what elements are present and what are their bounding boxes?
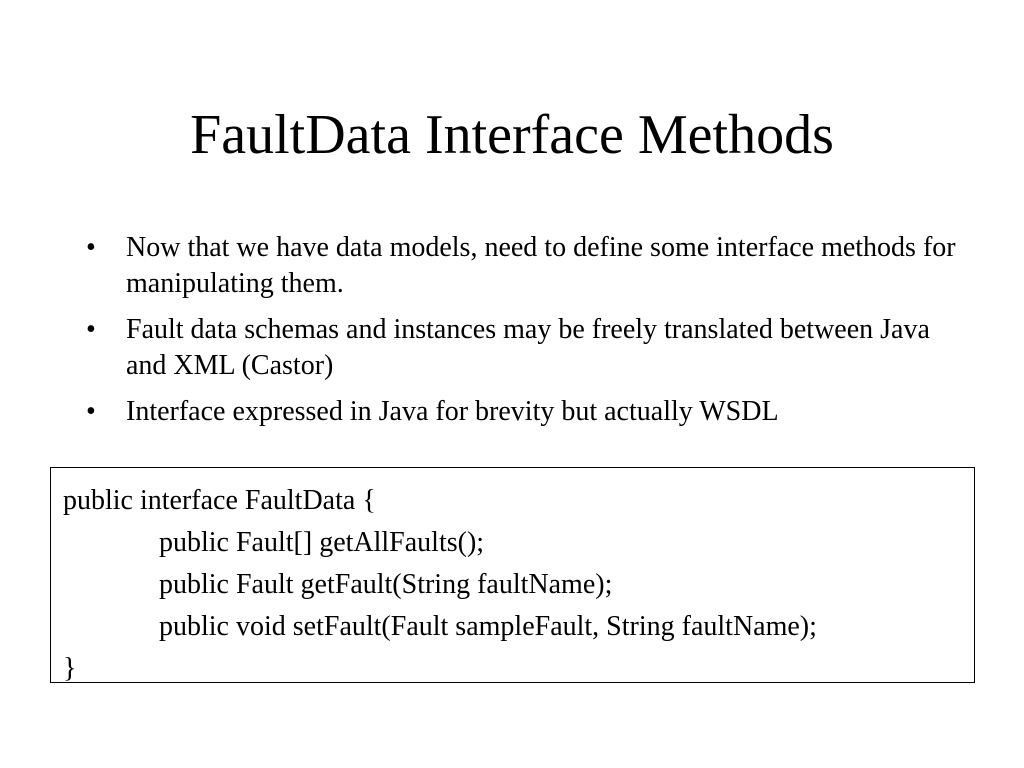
code-line: public Fault getFault(String faultName); (159, 569, 613, 600)
code-line: public void setFault(Fault sampleFault, … (159, 611, 817, 642)
bullet-text: Now that we have data models, need to de… (126, 232, 956, 299)
code-line: public Fault[] getAllFaults(); (159, 527, 485, 558)
bullet-item: • Interface expressed in Java for brevit… (82, 394, 962, 430)
bullet-item: • Fault data schemas and instances may b… (82, 312, 962, 384)
bullet-icon: • (86, 314, 96, 345)
code-box: public interface FaultData { public Faul… (50, 467, 975, 684)
bullet-icon: • (86, 232, 96, 263)
slide-title: FaultData Interface Methods (190, 104, 834, 166)
code-line: } (63, 653, 77, 684)
code-line: public interface FaultData { (63, 485, 376, 516)
bullet-item: • Now that we have data models, need to … (82, 230, 962, 302)
bullet-text: Fault data schemas and instances may be … (126, 314, 930, 381)
bullet-text: Interface expressed in Java for brevity … (126, 396, 779, 427)
bullet-list: • Now that we have data models, need to … (82, 230, 962, 440)
bullet-icon: • (86, 396, 96, 427)
